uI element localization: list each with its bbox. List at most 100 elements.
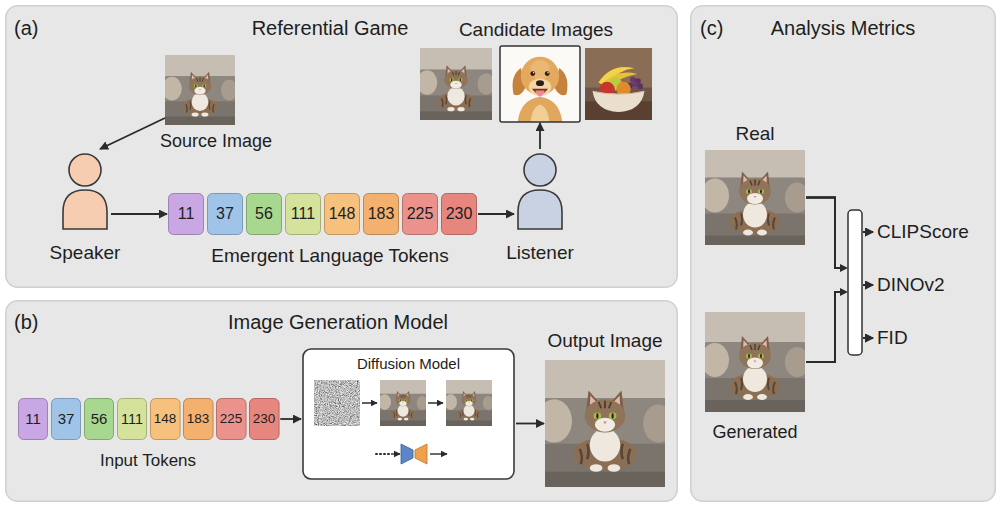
agent-node: Listener <box>515 150 565 230</box>
token-id: 230 <box>446 205 473 223</box>
metric-item: DINOv2 <box>875 273 947 297</box>
flow-arrow <box>516 423 544 425</box>
text-holder: (b) <box>14 311 38 334</box>
panel-letter: (c) <box>700 17 723 40</box>
model-name: Diffusion Model <box>357 355 460 372</box>
image-caption: Output Image <box>547 330 662 352</box>
text-holder: Referential Game <box>252 17 409 40</box>
text-holder: 56 <box>91 410 108 427</box>
token-fill <box>52 399 81 440</box>
token-fill <box>364 194 399 235</box>
flow-arrow <box>280 418 301 420</box>
merge-bracket <box>848 210 862 355</box>
step-arrow <box>430 453 447 454</box>
text-holder: 183 <box>187 411 210 427</box>
text-holder: CLIPScore <box>877 221 969 243</box>
panel-frame: (c) Analysis MetricsRealGenerated CLIPScor… <box>690 5 996 502</box>
text-holder: 37 <box>58 410 75 427</box>
text-holder: 37 <box>216 205 234 223</box>
text-holder: 225 <box>407 205 434 223</box>
text-holder: Analysis Metrics <box>771 17 915 40</box>
token-fill <box>208 194 243 235</box>
text-holder: 56 <box>255 205 273 223</box>
person-outline <box>60 150 110 230</box>
metric-name: FID <box>877 327 908 349</box>
image-caption: Candidate Images <box>459 19 613 41</box>
token-id: 183 <box>368 205 395 223</box>
text-holder: Listener <box>506 242 574 264</box>
text-holder: 148 <box>329 205 356 223</box>
image-set: Candidate Images <box>420 46 652 122</box>
text-holder: 230 <box>446 205 473 223</box>
text-holder: 230 <box>253 411 276 427</box>
text-holder: Image Generation Model <box>228 311 448 334</box>
denoise-picture <box>378 380 429 429</box>
text-holder: Input Tokens <box>100 451 196 471</box>
text-holder: Speaker <box>50 242 121 264</box>
panel-frame: (b) Image Generation Model 11 37 56 111 148 183… <box>5 300 678 502</box>
token-box: 225 <box>216 398 247 440</box>
panel-heading: Image Generation Model <box>228 311 448 334</box>
person-head <box>524 154 556 186</box>
box-fill <box>303 349 514 479</box>
denoise-picture <box>444 380 495 429</box>
token-box: 111 <box>117 398 147 440</box>
token-box: 11 <box>18 398 48 440</box>
token-box: 11 <box>168 193 204 235</box>
source-picture <box>162 55 239 129</box>
noise-picture <box>314 380 360 426</box>
image-caption: Generated <box>712 422 797 443</box>
real-picture <box>700 148 810 254</box>
step-arrow <box>428 402 443 404</box>
token-fill <box>403 194 438 235</box>
token-box: 111 <box>285 193 321 235</box>
text-holder: DINOv2 <box>877 274 945 296</box>
flow-arrow <box>111 213 167 215</box>
token-box: 56 <box>246 193 282 235</box>
token-id: 111 <box>291 205 315 223</box>
text-holder: (c) <box>700 17 723 40</box>
person-body <box>518 190 562 229</box>
metric-name: CLIPScore <box>877 221 969 243</box>
token-fill <box>118 399 147 440</box>
metric-item: CLIPScore <box>875 220 971 244</box>
token-fill <box>183 399 213 440</box>
panel-heading: Referential Game <box>252 17 409 40</box>
token-box: 37 <box>51 398 81 440</box>
token-id: 183 <box>187 411 210 427</box>
text-holder: Real <box>735 123 774 145</box>
token-id: 56 <box>255 205 273 223</box>
token-id: 11 <box>25 410 41 427</box>
text-holder: 148 <box>154 411 177 427</box>
text-holder: 11 <box>178 205 195 223</box>
token-fill <box>249 399 279 440</box>
text-holder: Emergent Language Tokens <box>211 245 448 267</box>
token-fill <box>247 194 282 235</box>
text-holder: Generated <box>712 422 797 443</box>
token-id: 111 <box>121 411 143 428</box>
image-caption: Real <box>735 123 774 145</box>
token-id: 56 <box>91 410 108 427</box>
metric-item: FID <box>875 326 910 350</box>
person-outline <box>515 150 565 230</box>
text-holder: Candidate Images <box>459 19 613 41</box>
panel-letter: (b) <box>14 311 38 334</box>
token-fill <box>286 194 321 235</box>
token-id: 37 <box>58 410 75 427</box>
strip-caption: Input Tokens <box>100 451 196 471</box>
generated-picture <box>700 312 810 418</box>
agent-name: Speaker <box>50 242 121 264</box>
token-fill <box>325 194 360 235</box>
text-holder: 111 <box>291 205 315 223</box>
token-box: 183 <box>183 398 214 440</box>
metric-name: DINOv2 <box>877 274 945 296</box>
token-box: 230 <box>249 398 280 440</box>
text-holder: 111 <box>121 411 143 428</box>
text-holder: (a) <box>14 17 38 40</box>
candidate-picture <box>500 44 580 124</box>
token-id: 148 <box>154 411 177 427</box>
text-holder: Diffusion Model <box>357 355 460 372</box>
image-frame: Source Image <box>165 55 235 125</box>
